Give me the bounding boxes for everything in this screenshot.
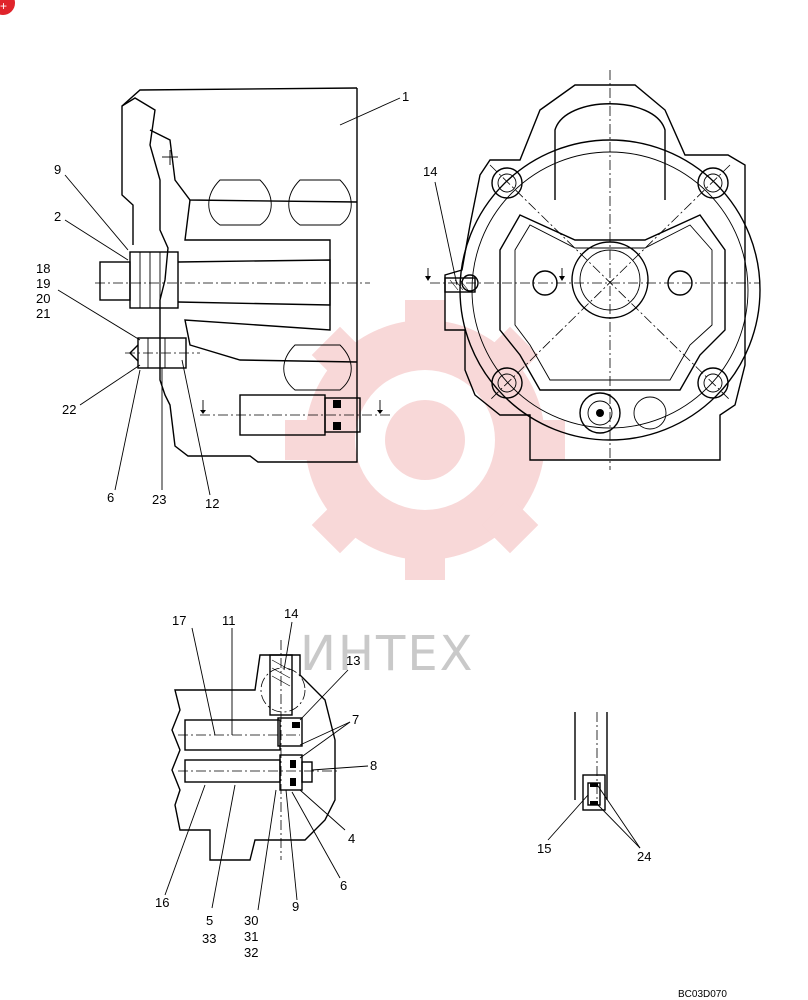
callout-19: 19 bbox=[36, 276, 50, 291]
callout-20: 20 bbox=[36, 291, 50, 306]
callout-23: 23 bbox=[152, 492, 166, 507]
callout-8: 8 bbox=[370, 758, 377, 773]
callout-labels: 1 9 2 18 19 20 21 22 6 23 12 14 17 11 14… bbox=[36, 89, 651, 960]
side-section-view bbox=[95, 87, 390, 463]
callout-16: 16 bbox=[155, 895, 169, 910]
drawing-code: BC03D070 bbox=[678, 989, 727, 1000]
callout-14-top: 14 bbox=[423, 164, 437, 179]
callout-22: 22 bbox=[62, 402, 76, 417]
callout-13: 13 bbox=[346, 653, 360, 668]
callout-32: 32 bbox=[244, 945, 258, 960]
corner-badge: + bbox=[0, 0, 15, 15]
detail-view bbox=[574, 712, 608, 811]
callout-15: 15 bbox=[537, 841, 551, 856]
callout-1: 1 bbox=[402, 89, 409, 104]
callout-9-bottom: 9 bbox=[292, 899, 299, 914]
callout-30: 30 bbox=[244, 913, 258, 928]
callout-24: 24 bbox=[637, 849, 651, 864]
callout-11: 11 bbox=[222, 613, 236, 628]
watermark-logo bbox=[285, 300, 565, 580]
callout-21: 21 bbox=[36, 306, 50, 321]
leader-lines bbox=[57, 97, 641, 911]
callout-31: 31 bbox=[244, 929, 258, 944]
callout-5: 5 bbox=[206, 913, 213, 928]
callout-4: 4 bbox=[348, 831, 355, 846]
callout-17: 17 bbox=[172, 613, 186, 628]
callout-6-top: 6 bbox=[107, 490, 114, 505]
callout-9-top: 9 bbox=[54, 162, 61, 177]
callout-33: 33 bbox=[202, 931, 216, 946]
section-view bbox=[171, 640, 340, 861]
watermark-text: ИНТЕХ bbox=[300, 626, 475, 682]
callout-12: 12 bbox=[205, 496, 219, 511]
corner-badge-icon: + bbox=[0, 0, 7, 13]
front-view bbox=[425, 70, 761, 470]
callout-14-bottom: 14 bbox=[284, 606, 298, 621]
callout-6-bottom: 6 bbox=[340, 878, 347, 893]
callout-18: 18 bbox=[36, 261, 50, 276]
callout-7: 7 bbox=[352, 712, 359, 727]
callout-2: 2 bbox=[54, 209, 61, 224]
